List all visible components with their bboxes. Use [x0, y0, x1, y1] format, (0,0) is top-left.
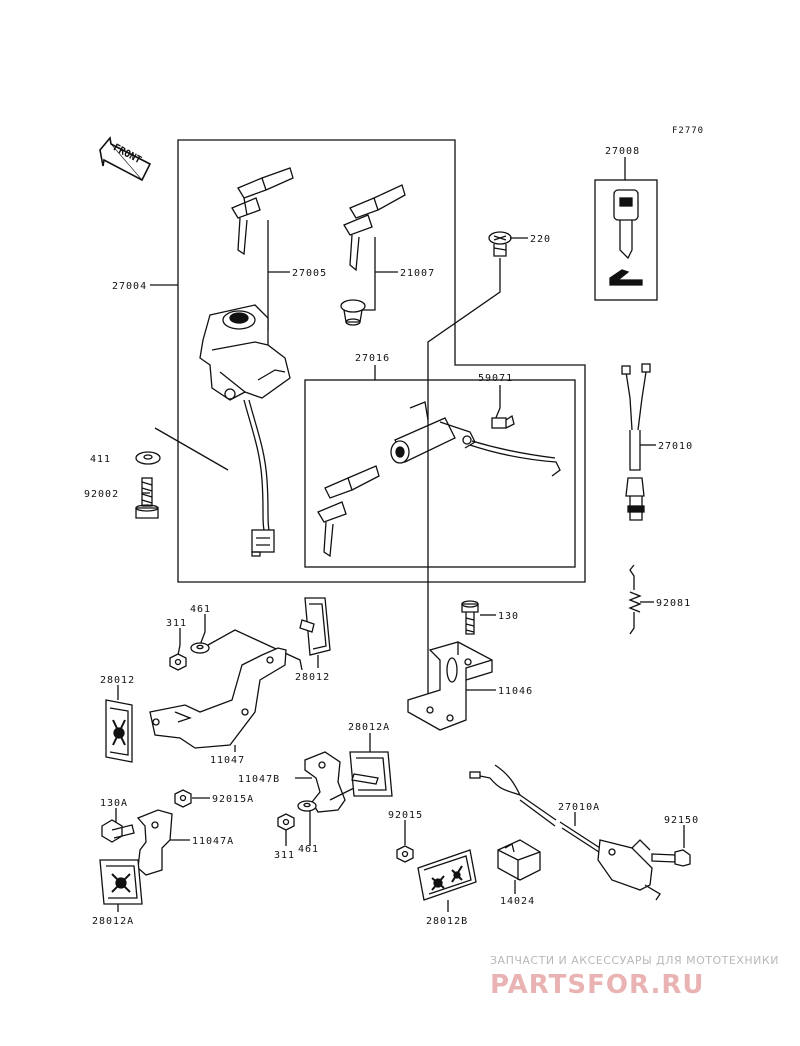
label-11046: 11046: [498, 686, 533, 697]
label-14024: 14024: [500, 896, 535, 907]
label-28012A-upper: 28012A: [348, 722, 390, 733]
spring-drawing: [628, 564, 642, 635]
label-28012-right: 28012: [295, 672, 330, 683]
key-blank-frame: [594, 179, 658, 301]
figure-code: F2770: [672, 126, 704, 136]
bracket-11046-drawing: [407, 641, 493, 731]
bracket-11047-drawing: [149, 647, 287, 749]
rubber-pad-28012-upper-drawing: [299, 597, 331, 656]
screw-220-drawing: [488, 231, 512, 257]
label-311-upper: 311: [166, 618, 187, 629]
cable-27010A-drawing: [469, 764, 661, 901]
watermark-tagline: ЗАПЧАСТИ И АКСЕССУАРЫ ДЛЯ МОТОТЕХНИКИ: [490, 954, 779, 967]
nut-311b-drawing: [277, 813, 295, 831]
label-11047A: 11047A: [192, 836, 234, 847]
label-411: 411: [90, 454, 111, 465]
nut-92015-drawing: [396, 845, 414, 863]
washer-461-drawing: [190, 642, 210, 654]
label-92002: 92002: [84, 489, 119, 500]
clip-drawing: [491, 414, 515, 429]
seat-lock-drawing: [390, 401, 561, 477]
helmet-lock-keys-drawing: [343, 184, 406, 272]
label-11047: 11047: [210, 755, 245, 766]
label-59071: 59071: [478, 373, 513, 384]
rubber-pad-28012B-drawing: [417, 849, 477, 901]
label-92081: 92081: [656, 598, 691, 609]
washer-drawing: [135, 451, 161, 465]
switch-14024-drawing: [497, 839, 541, 881]
bolt-drawing: [135, 477, 159, 519]
switch-27010-drawing: [621, 363, 651, 521]
label-11047B: 11047B: [238, 774, 280, 785]
label-461-upper: 461: [190, 604, 211, 615]
rubber-pad-28012A-lower-drawing: [99, 859, 143, 905]
label-27008: 27008: [605, 146, 640, 157]
ignition-keys-drawing: [231, 167, 294, 256]
label-92150: 92150: [664, 815, 699, 826]
label-27010: 27010: [658, 441, 693, 452]
label-27005: 27005: [292, 268, 327, 279]
label-92015: 92015: [388, 810, 423, 821]
rubber-pad-28012-left-drawing: [105, 699, 133, 763]
label-27010A: 27010A: [558, 802, 600, 813]
ignition-switch-drawing: [199, 304, 291, 557]
label-28012B: 28012B: [426, 916, 468, 927]
cap-drawing: [340, 299, 366, 326]
label-28012A-lower: 28012A: [92, 916, 134, 927]
front-arrow-icon: [99, 136, 152, 182]
seat-lock-keys-drawing: [317, 465, 380, 558]
watermark-brand: PARTSFOR.RU: [490, 970, 704, 1000]
label-130A: 130A: [100, 798, 128, 809]
label-130: 130: [498, 611, 519, 622]
label-21007: 21007: [400, 268, 435, 279]
label-27016: 27016: [355, 353, 390, 364]
bolt-92150-drawing: [651, 849, 691, 867]
nut-311-drawing: [169, 653, 187, 671]
label-92015A: 92015A: [212, 794, 254, 805]
label-28012-left: 28012: [100, 675, 135, 686]
key-blank-drawing: [609, 189, 643, 286]
label-461-lower: 461: [298, 844, 319, 855]
bracket-11047A-drawing: [136, 809, 173, 876]
label-220: 220: [530, 234, 551, 245]
seat-lock-group-frame: [304, 379, 576, 568]
bolt-130A-drawing: [101, 819, 135, 843]
rubber-pad-28012A-upper-drawing: [349, 751, 393, 797]
washer-461b-drawing: [297, 800, 317, 812]
label-311-lower: 311: [274, 850, 295, 861]
nut-92015A-drawing: [174, 789, 192, 808]
ignition-group-frame: [177, 139, 586, 583]
bolt-130-drawing: [461, 600, 479, 635]
label-27004: 27004: [112, 281, 147, 292]
